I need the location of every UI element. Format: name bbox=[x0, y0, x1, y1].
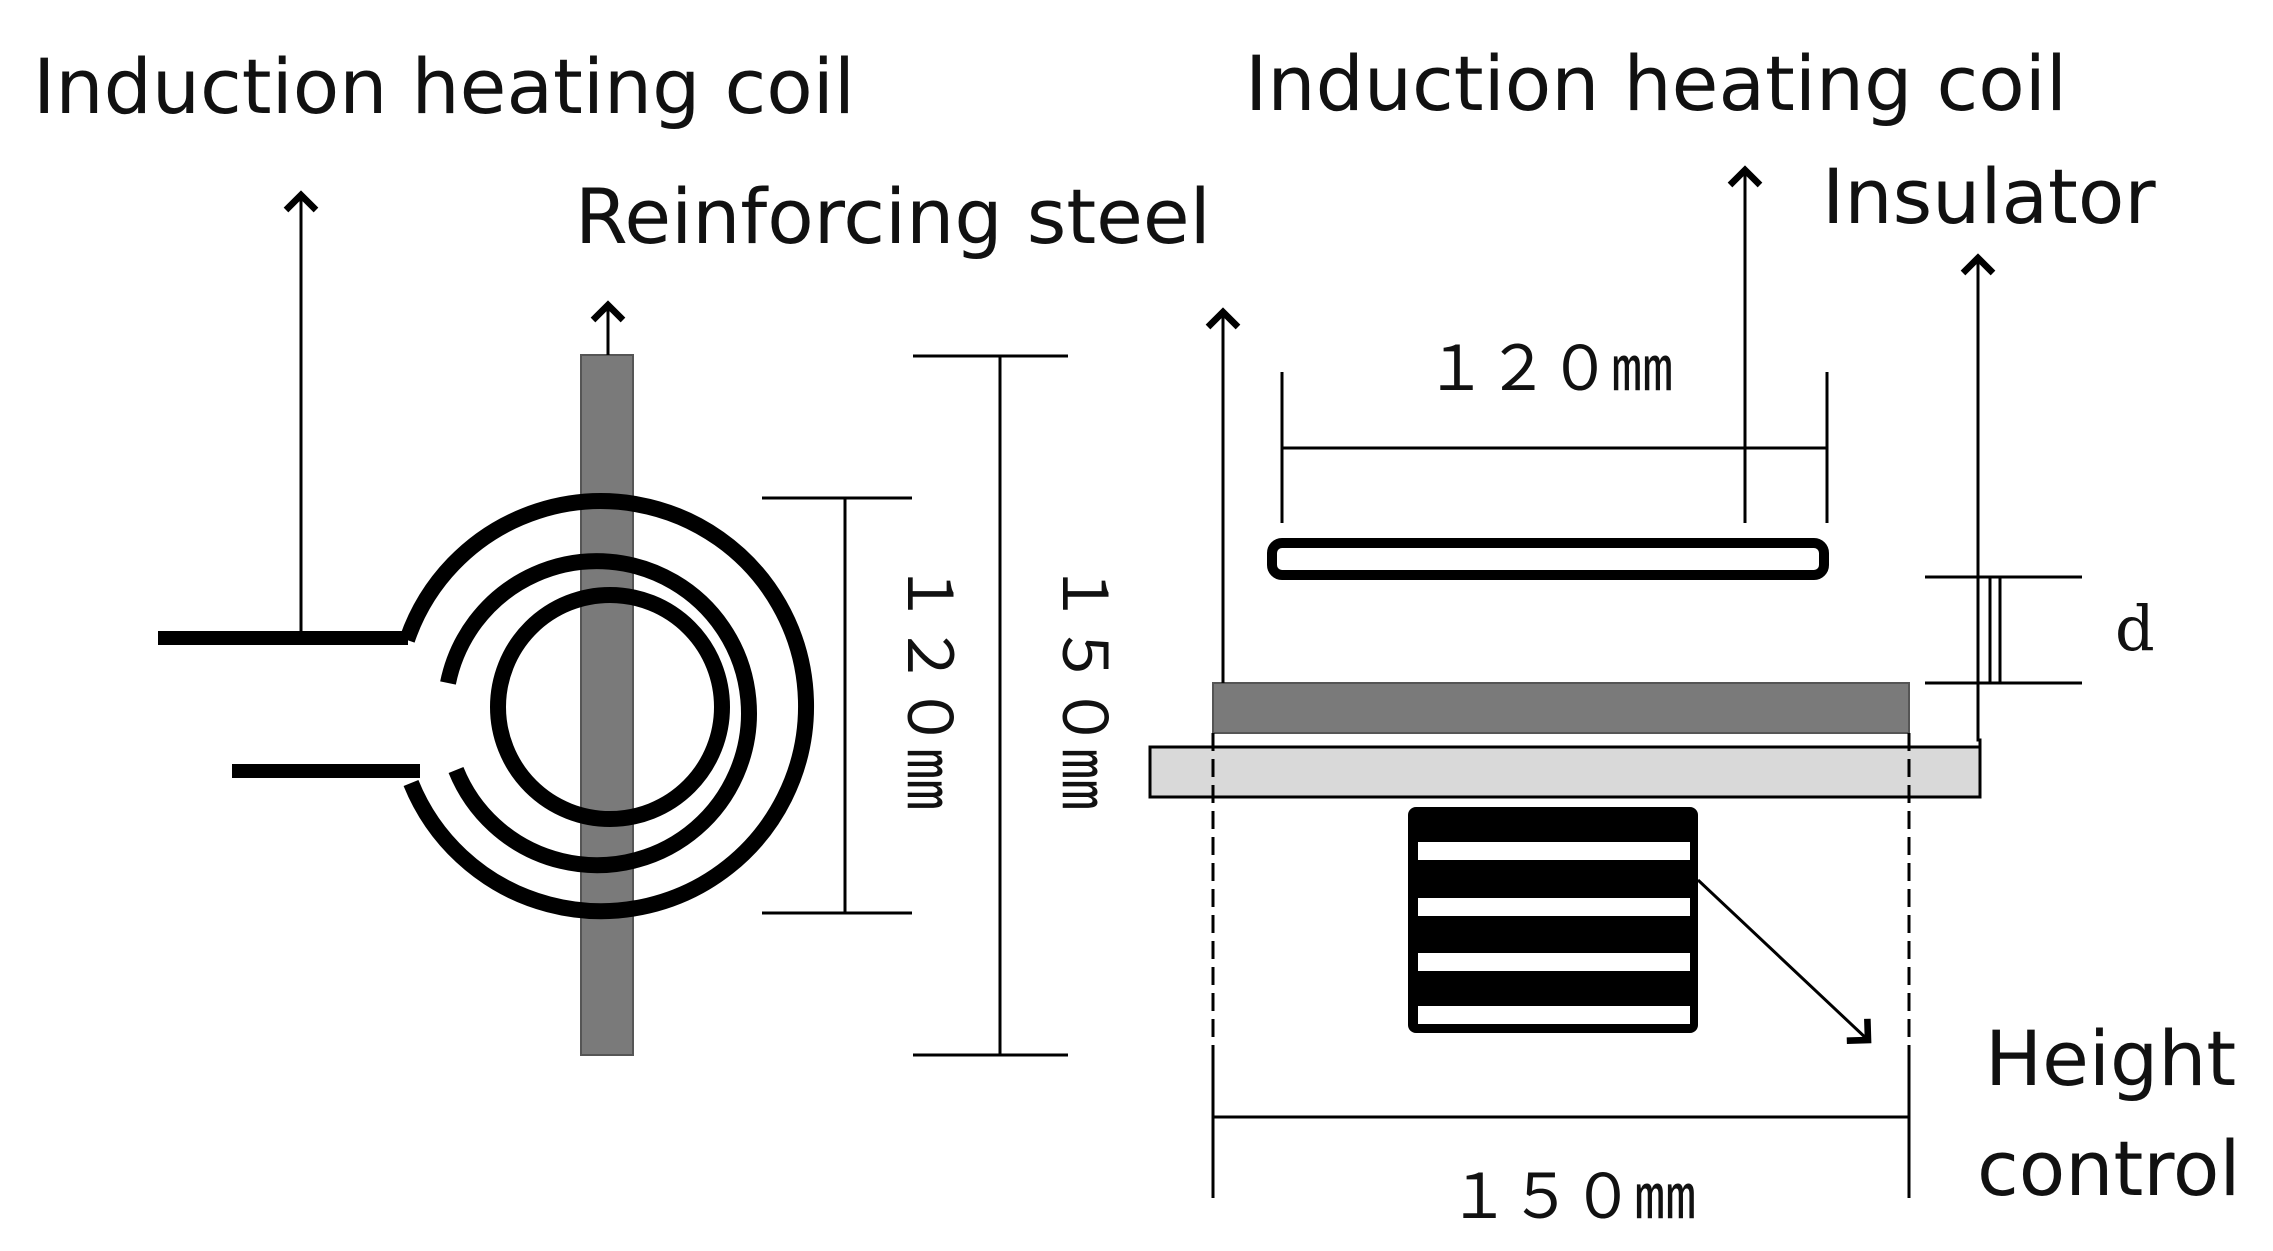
height-control-arrow bbox=[1696, 878, 1872, 1044]
induction-coil-side bbox=[1267, 538, 1829, 580]
top-dimension bbox=[1280, 372, 1829, 523]
top-view: Induction heating coil Reinforcing steel… bbox=[33, 42, 1211, 1057]
right-coil-label: Induction heating coil bbox=[1245, 39, 2067, 128]
induction-coil-top bbox=[399, 493, 814, 920]
top-dimension-label: １２０㎜ bbox=[1425, 332, 1673, 405]
height-control-label-line2: control bbox=[1977, 1124, 2240, 1213]
outer-dimension-label: １５０㎜ bbox=[1048, 562, 1121, 810]
bottom-dimension-label: １５０㎜ bbox=[1448, 1160, 1696, 1233]
insulator-plate bbox=[1148, 745, 1982, 799]
left-coil-label: Induction heating coil bbox=[33, 42, 855, 131]
inner-dimension bbox=[762, 496, 912, 915]
steel-label: Reinforcing steel bbox=[575, 172, 1211, 261]
extension-lines bbox=[1211, 733, 1911, 1060]
steel-specimen bbox=[1212, 682, 1910, 734]
outer-dimension bbox=[913, 354, 1068, 1057]
inner-dimension-label: １２０㎜ bbox=[893, 562, 966, 810]
reinforcing-steel-bar bbox=[580, 354, 634, 1056]
gap-dimension bbox=[1925, 575, 2082, 685]
height-control-stack bbox=[1408, 807, 1698, 1033]
insulator-label: Insulator bbox=[1822, 152, 2156, 241]
gap-label: d bbox=[2115, 592, 2155, 665]
height-control-label-line1: Height bbox=[1985, 1014, 2236, 1103]
insulator-arrow bbox=[1960, 253, 1996, 747]
side-view: Induction heating coil Insulator Height … bbox=[1148, 39, 2240, 1233]
